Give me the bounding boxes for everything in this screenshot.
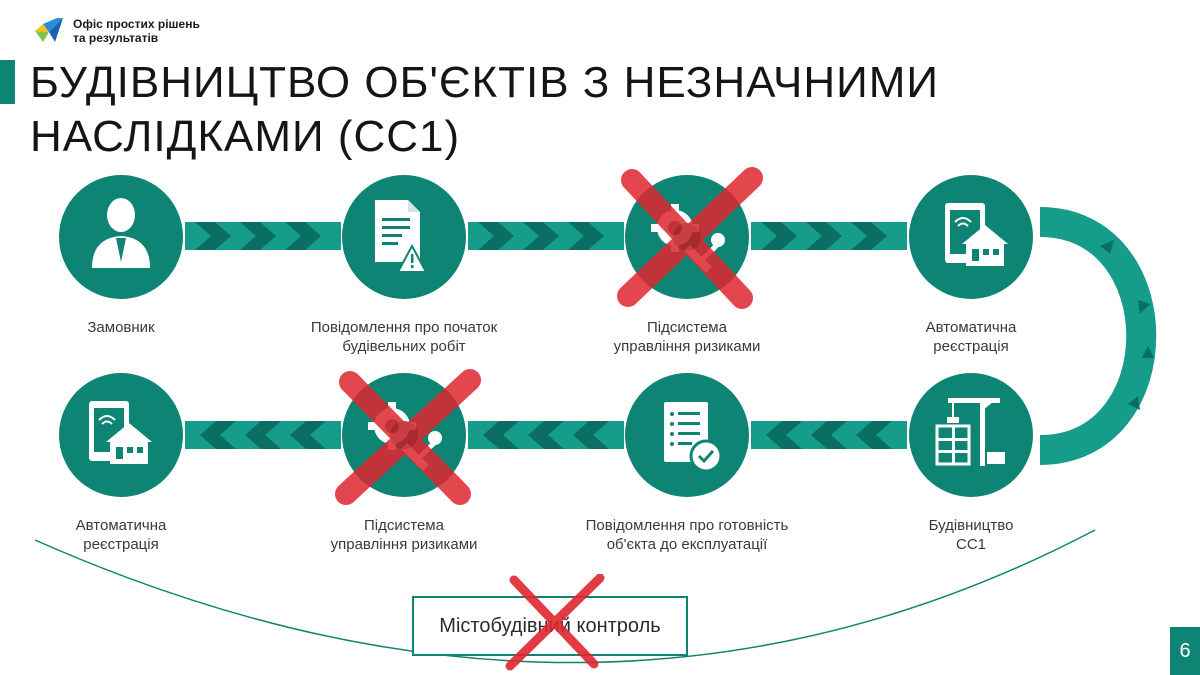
logo-text: Офіс простих рішень та результатів: [73, 17, 200, 45]
logo-mark-icon: [35, 18, 63, 42]
label-line: Автоматична: [925, 319, 1017, 336]
connector-top-2: [468, 222, 624, 250]
label-line: управління ризиками: [613, 338, 761, 355]
urban-control-box: Містобудівний контроль: [412, 596, 688, 656]
label-line: Підсистема: [647, 319, 727, 336]
label-line: реєстрація: [83, 536, 159, 553]
cross-mark-risk-bottom: [335, 369, 481, 505]
cross-mark-risk-top: [617, 167, 763, 309]
label-line: Підсистема: [364, 517, 444, 534]
connector-u-turn: [1039, 207, 1157, 465]
label-risk-bottom: Підсистема управління ризиками: [284, 516, 524, 554]
label-line: об'єкта до експлуатації: [606, 536, 768, 553]
control-arc: [34, 529, 1096, 664]
step-readiness-notice: [625, 373, 749, 497]
label-line: СС1: [955, 536, 986, 553]
user-icon: [92, 198, 150, 268]
step-construction: [909, 373, 1033, 497]
connector-bottom-1: [185, 421, 341, 449]
title-accent-bar: [0, 60, 15, 104]
label-readiness-notice: Повідомлення про готовність об'єкта до е…: [557, 516, 817, 554]
label-line: будівельних робіт: [342, 338, 466, 355]
label-line: управління ризиками: [330, 536, 478, 553]
page-title: БУДІВНИЦТВО ОБ'ЄКТІВ З НЕЗНАЧНИМИ НАСЛІД…: [30, 58, 940, 161]
connector-bottom-2: [468, 421, 624, 449]
document-warning-icon: [375, 200, 428, 273]
logo: Офіс простих рішень та результатів: [33, 16, 200, 46]
logo-line-2: та результатів: [73, 31, 159, 45]
connector-top-3: [751, 222, 907, 250]
tablet-house-icon: [945, 203, 1008, 266]
label-line: Замовник: [87, 319, 155, 336]
label-line: реєстрація: [933, 338, 1009, 355]
tablet-house-icon: [89, 401, 152, 464]
label-line: Будівництво: [928, 517, 1014, 534]
label-construction: Будівництво СС1: [851, 516, 1091, 554]
label-auto-registration-bottom: Автоматична реєстрація: [1, 516, 241, 554]
step-auto-registration-bottom: [59, 373, 183, 497]
label-client: Замовник: [1, 318, 241, 337]
label-line: Повідомлення про готовність: [585, 517, 789, 534]
label-start-notice: Повідомлення про початок будівельних роб…: [284, 318, 524, 356]
step-auto-registration-top: [909, 175, 1033, 299]
construction-crane-icon: [935, 398, 1005, 466]
logo-line-1: Офіс простих рішень: [73, 17, 200, 31]
step-client: [59, 175, 183, 299]
label-risk-top: Підсистема управління ризиками: [567, 318, 807, 356]
label-line: Повідомлення про початок: [310, 319, 498, 336]
label-line: Автоматична: [75, 517, 167, 534]
cross-mark-control: [505, 574, 605, 671]
label-auto-registration-top: Автоматична реєстрація: [851, 318, 1091, 356]
connector-top-1: [185, 222, 341, 250]
connector-bottom-3: [751, 421, 907, 449]
page-number: 6: [1170, 627, 1200, 675]
document-check-icon: [664, 402, 723, 473]
step-start-notice: [342, 175, 466, 299]
